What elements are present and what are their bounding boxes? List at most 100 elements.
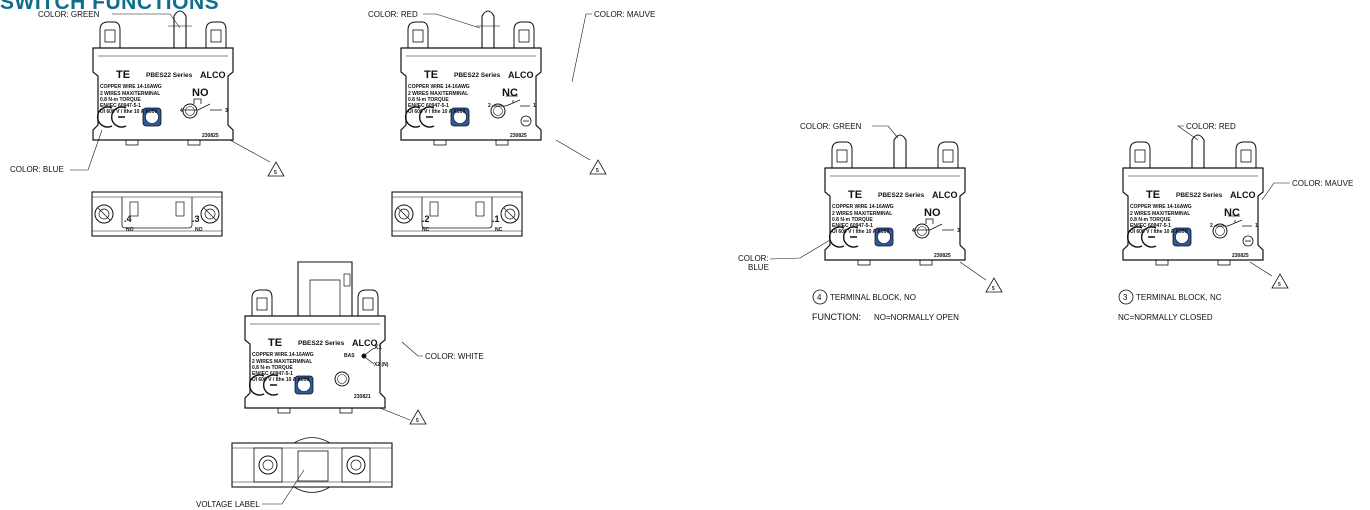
note-number: 5	[596, 168, 599, 174]
block-nc-top-middle: TE PBES22 Series ALCO COPPER WIRE 14-16A…	[400, 10, 542, 146]
date-code: 230825	[202, 133, 219, 139]
series-label: PBES22 Series	[454, 72, 501, 79]
caption-terminal-block-no: 4 TERMINAL BLOCK, NO FUNCTION: NO=NORMAL…	[812, 289, 959, 322]
spec-line: COPPER WIRE 14-16AWG	[1130, 204, 1192, 210]
callout-color-white: COLOR: WHITE	[425, 352, 484, 361]
spec-line: UI 600 V / Ithe 10 A A600	[832, 229, 889, 235]
callout-color-red: COLOR: RED	[1186, 122, 1236, 131]
terminal-type: NO	[195, 227, 203, 233]
terminal-right: 3	[225, 108, 228, 114]
callout-color-red: COLOR: RED	[368, 10, 418, 19]
date-code: 230821	[354, 394, 371, 400]
block-nc-right: TE PBES22 Series ALCO COPPER WIRE 14-16A…	[1122, 134, 1264, 266]
callout-color-green: COLOR: GREEN	[38, 10, 100, 19]
spec-line: 2 WIRES MAX/TERMINAL	[252, 359, 312, 365]
note-number: 5	[1278, 282, 1281, 288]
callout-color-green: COLOR: GREEN	[800, 122, 862, 131]
underside-view-no: .4 NO .3 NO	[91, 191, 223, 237]
spec-line: EN/IEC 60947-5-1	[252, 371, 293, 377]
spec-line: COPPER WIRE 14-16AWG	[252, 352, 314, 358]
spec-line: 0.8 N-m TORQUE	[100, 97, 141, 103]
spec-line: COPPER WIRE 14-16AWG	[832, 204, 894, 210]
series-label: PBES22 Series	[298, 340, 345, 347]
terminal-x1: X1	[374, 344, 382, 351]
terminal-label: .3	[192, 214, 200, 224]
spec-line: 2 WIRES MAX/TERMINAL	[408, 91, 468, 97]
function-label: FUNCTION:	[812, 312, 861, 322]
contact-type: NO	[192, 87, 209, 99]
terminal-right: 3	[957, 228, 960, 234]
underside-view-nc: .2 NC .1 NC	[391, 191, 523, 237]
spec-line: 0.8 N-m TORQUE	[252, 365, 293, 371]
maker-label: ALCO	[508, 70, 534, 80]
block-no-right: TE PBES22 Series ALCO COPPER WIRE 14-16A…	[824, 134, 966, 266]
maker-label: ALCO	[1230, 190, 1256, 200]
spec-line: 2 WIRES MAX/TERMINAL	[832, 211, 892, 217]
note-number: 5	[416, 418, 419, 424]
callout-voltage-label: VOLTAGE LABEL	[196, 500, 260, 509]
caption-title: TERMINAL BLOCK, NO	[830, 293, 916, 302]
page-title: SWITCH FUNCTIONS	[0, 0, 220, 14]
spec-line: 2 WIRES MAX/TERMINAL	[1130, 211, 1190, 217]
spec-line: 0.8 N-m TORQUE	[832, 217, 873, 223]
underside-view-led	[231, 437, 393, 493]
terminal-right: 1	[1255, 223, 1258, 229]
terminal-label: .4	[124, 214, 132, 224]
block-no-top-left: TE PBES22 Series ALCO COPPER WIRE 14-16A…	[92, 10, 234, 146]
spec-line: EN/IEC 60947-5-1	[832, 223, 873, 229]
spec-line: UI 600 V / Ithe 10 A A600	[1130, 229, 1187, 235]
te-logo: TE	[424, 69, 438, 81]
maker-label: ALCO	[932, 190, 958, 200]
spec-line: COPPER WIRE 14-16AWG	[408, 84, 470, 90]
note-number: 5	[274, 170, 277, 176]
note-number: 5	[992, 286, 995, 292]
te-logo: TE	[848, 189, 862, 201]
terminal-left: 2	[488, 103, 491, 109]
callout-color-blue: COLOR: BLUE	[10, 165, 64, 174]
terminal-right: 1	[533, 103, 536, 109]
maker-label: ALCO	[200, 70, 226, 80]
te-logo: TE	[116, 69, 130, 81]
spec-line: COPPER WIRE 14-16AWG	[100, 84, 162, 90]
item-number: 4	[817, 293, 822, 302]
item-number: 3	[1123, 293, 1128, 302]
callout-color-mauve: COLOR: MAUVE	[1292, 179, 1353, 188]
spec-line: 2 WIRES MAX/TERMINAL	[100, 91, 160, 97]
terminal-type: NC	[422, 227, 430, 233]
spec-line: UI 600 V / Ithe 10 A A600	[100, 109, 157, 115]
series-label: PBES22 Series	[146, 72, 193, 79]
te-logo: TE	[1146, 189, 1160, 201]
callout-color-mauve: COLOR: MAUVE	[594, 10, 655, 19]
series-label: PBES22 Series	[1176, 192, 1223, 199]
caption-title: TERMINAL BLOCK, NC	[1136, 293, 1222, 302]
terminal-type: NO	[126, 227, 134, 233]
terminal-x2: X2 (N)	[374, 362, 389, 368]
spec-line: EN/IEC 60947-5-1	[408, 103, 449, 109]
terminal-left: 4	[180, 108, 183, 114]
date-code: 230825	[934, 253, 951, 259]
bas-label: BAS	[344, 353, 355, 359]
spec-line: EN/IEC 60947-5-1	[100, 103, 141, 109]
contact-type: NC	[502, 87, 518, 99]
caption-terminal-block-nc: 3 TERMINAL BLOCK, NC NC=NORMALLY CLOSED	[1118, 289, 1222, 322]
spec-line: UI 600 V / Ithe 10 A A600	[252, 377, 309, 383]
terminal-label: .2	[422, 214, 430, 224]
date-code: 230825	[1232, 253, 1249, 259]
maker-label: ALCO	[352, 338, 378, 348]
contact-type: NO	[924, 207, 941, 219]
callout-color-blue: BLUE	[748, 263, 769, 272]
callout-color-blue: COLOR:	[738, 254, 769, 263]
date-code: 230825	[510, 133, 527, 139]
function-definition: NC=NORMALLY CLOSED	[1118, 313, 1213, 322]
series-label: PBES22 Series	[878, 192, 925, 199]
terminal-left: 4	[912, 228, 915, 234]
block-led-white: TE PBES22 Series ALCO COPPER WIRE 14-16A…	[244, 261, 389, 414]
spec-line: EN/IEC 60947-5-1	[1130, 223, 1171, 229]
spec-line: UI 600 V / Ithe 10 A A600	[408, 109, 465, 115]
spec-line: 0.8 N-m TORQUE	[408, 97, 449, 103]
terminal-left: 2	[1210, 223, 1213, 229]
spec-line: 0.8 N-m TORQUE	[1130, 217, 1171, 223]
terminal-label: .1	[492, 214, 500, 224]
te-logo: TE	[268, 337, 282, 349]
